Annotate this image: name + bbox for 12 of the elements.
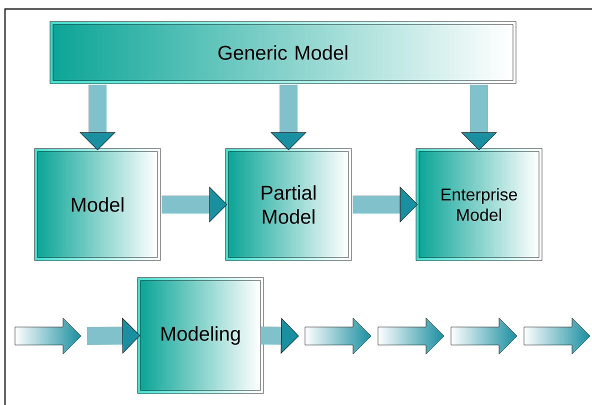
block-arrow	[80, 84, 116, 150]
block-arrow	[260, 318, 299, 354]
block-arrow	[162, 186, 228, 222]
model-box: Modeling	[137, 277, 264, 394]
block-arrow	[461, 84, 497, 150]
model-box: Generic Model	[50, 21, 516, 84]
model-box: Partial Model	[225, 148, 352, 261]
block-arrow	[270, 84, 306, 150]
block-arrow	[86, 318, 140, 354]
model-box: Model	[34, 148, 161, 261]
block-arrow	[352, 186, 418, 222]
model-box: Enterprise Model	[416, 148, 542, 261]
